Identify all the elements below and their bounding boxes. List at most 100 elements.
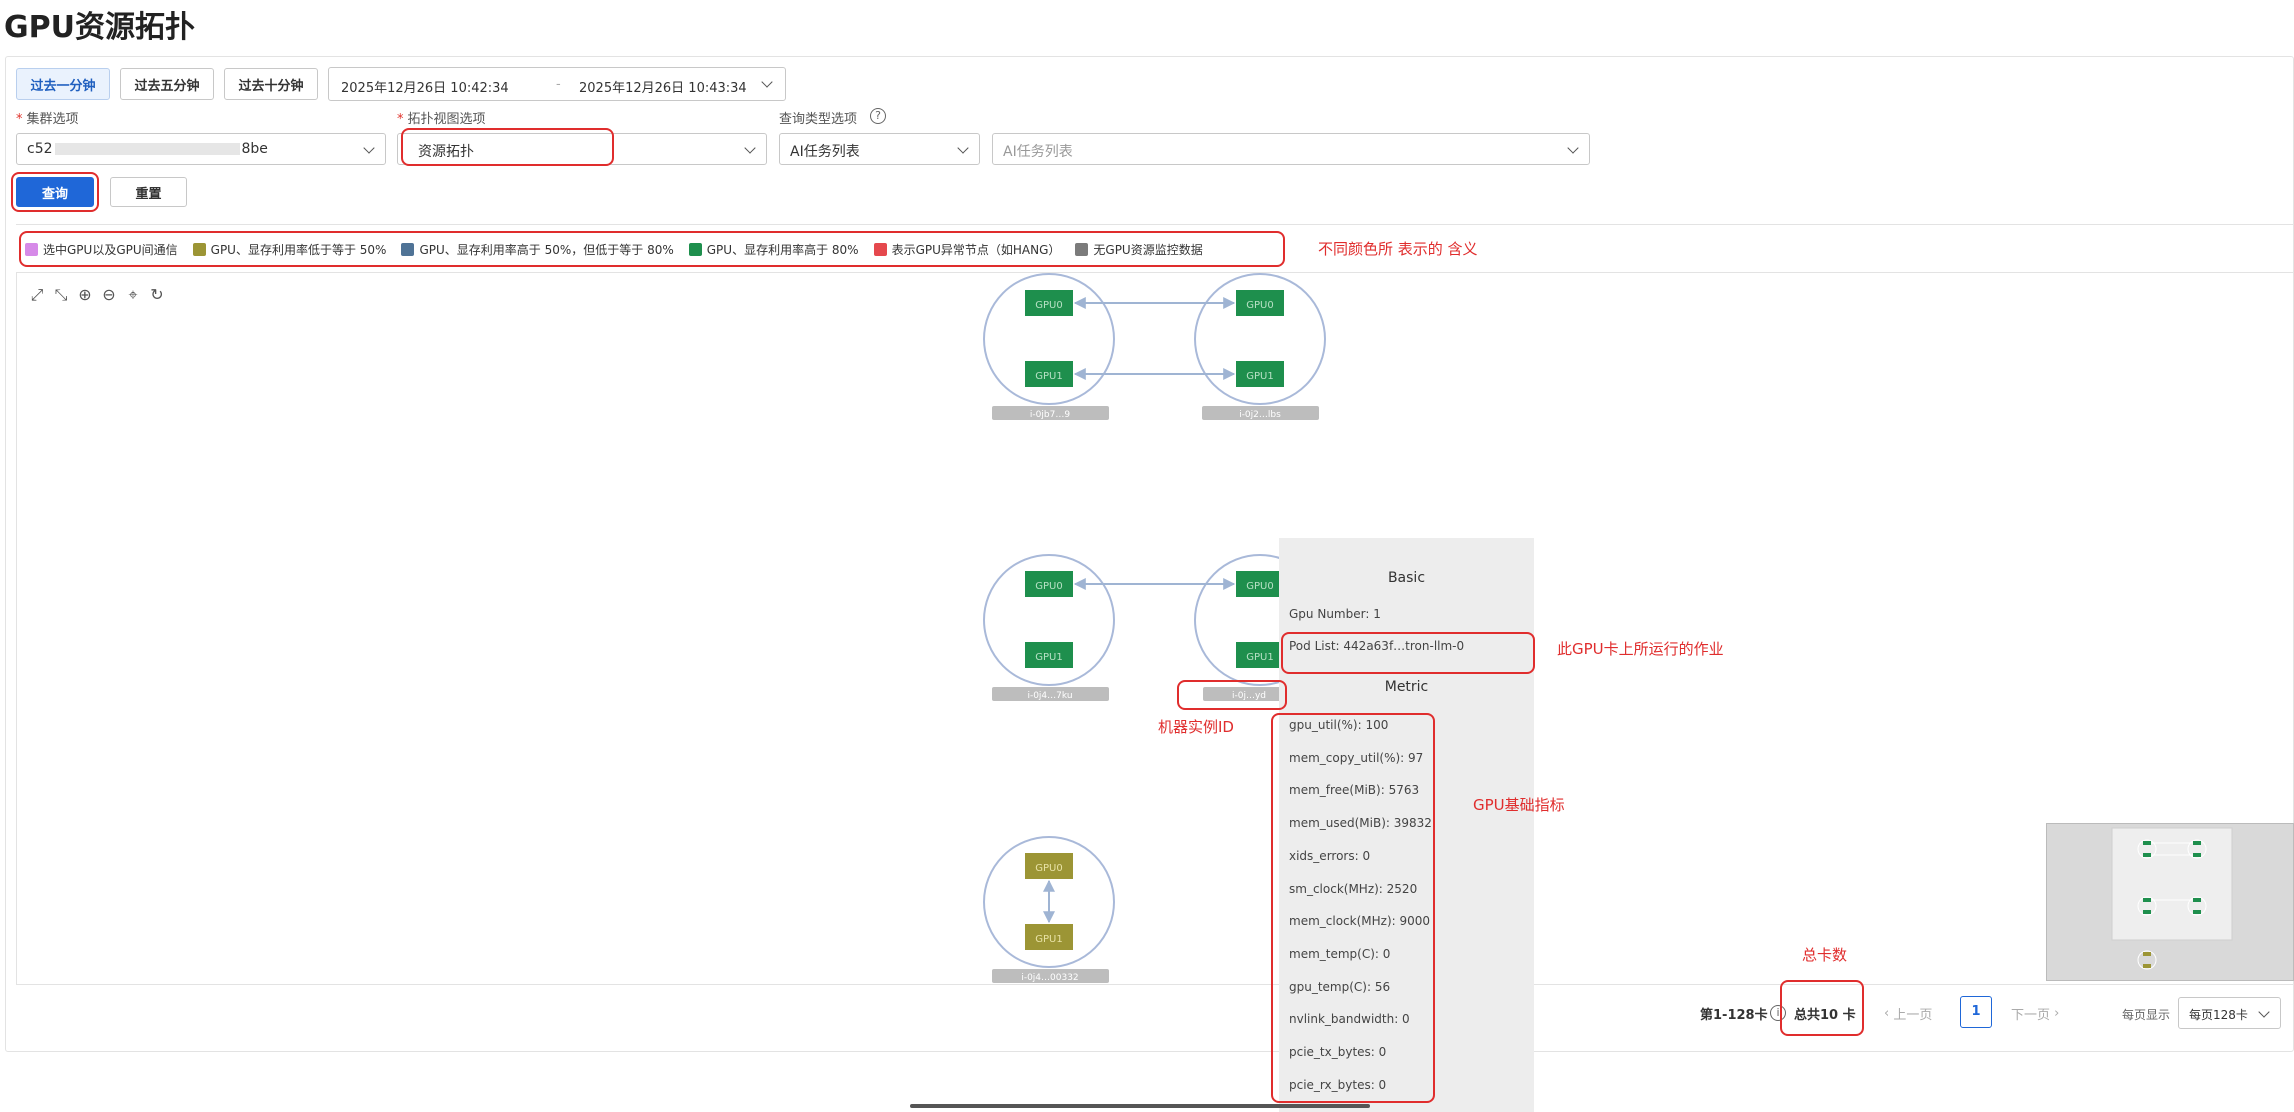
gpu-box xyxy=(1236,571,1284,597)
metric-row: mem_free(MiB): 5763 xyxy=(1289,783,1420,798)
cluster-label: *集群选项 xyxy=(16,112,79,127)
legend-item-nodata: 无GPU资源监控数据 xyxy=(1075,241,1203,258)
minimap-gpu xyxy=(2143,841,2151,845)
total-highlight xyxy=(1780,980,1864,1036)
minimap-gpu xyxy=(2143,898,2151,902)
gpu-box xyxy=(1236,361,1284,387)
instance-bg xyxy=(1202,406,1319,420)
instance-bg xyxy=(992,687,1109,701)
gpu-label: GPU1 xyxy=(1035,934,1062,945)
gpu-label: GPU1 xyxy=(1246,371,1273,382)
chevron-down-icon xyxy=(1567,142,1579,154)
chevron-down-icon xyxy=(761,76,773,88)
page-size-select[interactable]: 每页128卡 xyxy=(2178,997,2281,1029)
date-range-picker[interactable]: 2025年12月26日 10:42:34 - 2025年12月26日 10:43… xyxy=(328,67,786,101)
pod-annotation: 此GPU卡上所运行的作业 xyxy=(1557,640,1724,658)
instance-label: i-0jb7…9 xyxy=(1030,410,1070,420)
minimap[interactable] xyxy=(2046,823,2294,981)
instance-annotation: 机器实例ID xyxy=(1158,718,1234,736)
page-1-button[interactable]: 1 xyxy=(1960,996,1992,1028)
gpu-label: GPU1 xyxy=(1246,652,1273,663)
last-10min-button[interactable]: 过去十分钟 xyxy=(224,68,318,100)
minimap-gpu xyxy=(2193,910,2201,914)
prev-page-button[interactable]: ‹ 上一页 xyxy=(1884,1005,1933,1023)
reset-button[interactable]: 重置 xyxy=(110,177,187,207)
instance-bg xyxy=(1203,687,1296,701)
pod-list: Pod List: 442a63f…tron-llm-0 xyxy=(1289,639,1465,653)
page-size-label: 每页显示 xyxy=(2122,1008,2171,1022)
instance-label: i-0j4…7ku xyxy=(1027,691,1072,701)
chevron-down-icon xyxy=(957,142,969,154)
topology-graph[interactable]: GPU0 GPU1 i-0jb7…9 GPU0 GPU1 i-0j2…lbs G… xyxy=(17,273,2294,985)
chevron-down-icon xyxy=(744,142,756,154)
swatch-low xyxy=(192,242,206,256)
minimap-graph xyxy=(2111,827,2233,970)
last-1min-button[interactable]: 过去一分钟 xyxy=(16,68,110,100)
metric-row: mem_copy_util(%): 97 xyxy=(1289,750,1424,765)
gpu-label: GPU0 xyxy=(1035,300,1062,311)
metric-row: gpu_util(%): 100 xyxy=(1289,718,1389,732)
locate-icon[interactable]: ⌖ xyxy=(128,285,138,304)
zoom-out-icon[interactable]: ⊖ xyxy=(102,285,116,304)
help-icon[interactable]: ? xyxy=(870,108,886,124)
query-type-select[interactable]: AI任务列表 xyxy=(779,133,980,165)
end-date: 2025年12月26日 10:43:34 xyxy=(579,81,747,96)
metric-row: sm_clock(MHz): 2520 xyxy=(1289,881,1418,896)
gpu-box xyxy=(1025,361,1073,387)
topology-canvas[interactable]: ⤢ ⤡ ⊕ ⊖ ⌖ ↻ GPU0 GPU1 i-0jb7…9 GPU0 GPU1… xyxy=(16,272,2294,985)
swatch-selected xyxy=(25,242,38,256)
minimap-node xyxy=(2137,896,2157,916)
legend-item-abnormal: 表示GPU异常节点（如HANG） xyxy=(873,241,1060,258)
minimap-gpu xyxy=(2143,952,2151,956)
metric-row: gpu_temp(C): 56 xyxy=(1289,979,1391,994)
gpu-box xyxy=(1025,853,1073,879)
metrics-highlight xyxy=(1271,713,1435,1103)
metric-row: mem_clock(MHz): 9000 xyxy=(1289,914,1431,929)
metric-row: pcie_rx_bytes: 0 xyxy=(1289,1077,1387,1092)
topology-highlight xyxy=(401,128,614,166)
metric-row: nvlink_bandwidth: 0 xyxy=(1289,1012,1410,1027)
query-type-label: 查询类型选项 xyxy=(779,112,858,127)
date-separator: - xyxy=(556,77,561,92)
legend-item-selected: 选中GPU以及GPU间通信 xyxy=(25,241,178,258)
chevron-down-icon xyxy=(363,142,375,154)
gpu-box xyxy=(1025,924,1073,950)
minimap-node xyxy=(2187,839,2207,859)
help-icon[interactable]: i xyxy=(1770,1005,1786,1021)
next-page-button[interactable]: 下一页 › xyxy=(2011,1005,2060,1023)
fit-view-icon[interactable]: ⤢ xyxy=(30,285,44,304)
zoom-in-icon[interactable]: ⊕ xyxy=(78,285,92,304)
minimap-viewport xyxy=(2111,827,2233,941)
query-highlight xyxy=(11,172,99,212)
task-list-select[interactable]: AI任务列表 xyxy=(992,133,1590,165)
swatch-abnormal xyxy=(873,242,887,256)
gpu-label: GPU1 xyxy=(1035,371,1062,382)
instance-label: i-0j2…lbs xyxy=(1239,410,1281,420)
fullscreen-icon[interactable]: ⤡ xyxy=(54,285,68,304)
gpu-label: GPU0 xyxy=(1035,581,1062,592)
minimap-node xyxy=(2137,839,2157,859)
pod-list-highlight xyxy=(1281,632,1535,674)
metric-header: Metric xyxy=(1384,679,1429,695)
swatch-mid xyxy=(401,242,415,256)
minimap-gpu xyxy=(2193,853,2201,857)
total-count: 总共10 卡 xyxy=(1794,1008,1856,1023)
scroll-indicator[interactable] xyxy=(910,1104,1370,1108)
query-button[interactable]: 查询 xyxy=(16,177,94,207)
node-circle xyxy=(983,836,1115,968)
swatch-nodata xyxy=(1075,242,1089,256)
basic-header: Basic xyxy=(1387,570,1426,586)
metrics-annotation: GPU基础指标 xyxy=(1473,796,1565,814)
node-circle xyxy=(983,273,1115,405)
refresh-icon[interactable]: ↻ xyxy=(150,285,164,304)
swatch-high xyxy=(688,242,702,256)
minimap-node xyxy=(2137,950,2157,970)
last-5min-button[interactable]: 过去五分钟 xyxy=(120,68,214,100)
divider xyxy=(16,224,2294,225)
minimap-gpu xyxy=(2143,964,2151,968)
node-circle xyxy=(1194,273,1326,405)
minimap-gpu xyxy=(2143,853,2151,857)
total-annotation: 总卡数 xyxy=(1802,946,1848,964)
legend-highlight xyxy=(19,231,1285,267)
